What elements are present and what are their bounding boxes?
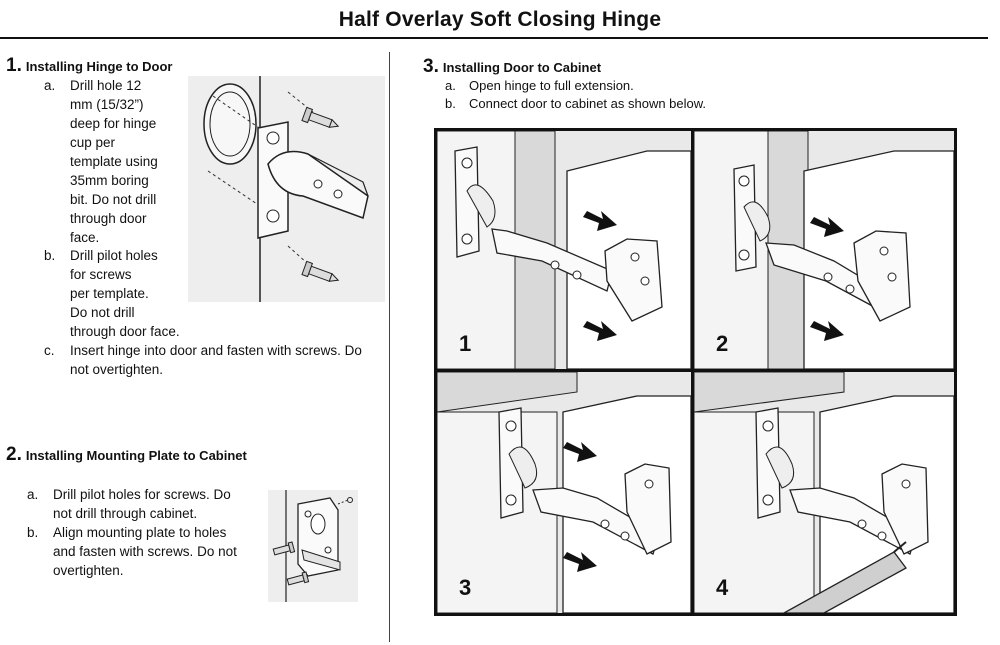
- step-line: cup per: [70, 135, 116, 150]
- step-line: mm (15/32”): [70, 97, 144, 112]
- step-line: through door: [70, 211, 147, 226]
- section-2-heading: 2.Installing Mounting Plate to Cabinet: [6, 444, 247, 466]
- step-line: face.: [70, 230, 100, 245]
- step-line: and fasten with screws. Do not: [53, 544, 237, 559]
- step-line: Drill pilot holes: [70, 248, 158, 263]
- step-line: Drill hole 12: [70, 78, 142, 93]
- step-marker: a.: [44, 78, 56, 93]
- step-line: deep for hinge: [70, 116, 157, 131]
- step-line: template using: [70, 154, 158, 169]
- panel-number: 2: [716, 331, 729, 356]
- step-line: Align mounting plate to holes: [53, 525, 227, 540]
- step-line: Drill pilot holes for screws. Do: [53, 487, 231, 502]
- panel-1: 1: [437, 131, 691, 369]
- section-2-title: Installing Mounting Plate to Cabinet: [25, 448, 247, 463]
- panel-number: 4: [716, 575, 729, 600]
- panel-number: 1: [459, 331, 472, 356]
- step-line: Do not drill: [70, 305, 135, 320]
- panel-number: 3: [459, 575, 472, 600]
- title-rule: [0, 37, 988, 39]
- step-line: not drill through cabinet.: [53, 506, 198, 521]
- step-line: overtighten.: [53, 563, 124, 578]
- step-marker: a.: [27, 487, 39, 502]
- step-line: bit. Do not drill: [70, 192, 157, 207]
- step-marker: c.: [44, 343, 55, 358]
- page-title: Half Overlay Soft Closing Hinge: [338, 8, 662, 31]
- section-1-title: Installing Hinge to Door: [25, 59, 173, 74]
- panel-4: 4: [694, 372, 954, 613]
- section-2-number: 2.: [6, 444, 22, 465]
- step-2a: a. Drill pilot holes for screws. Do not …: [27, 485, 267, 525]
- step-marker: b.: [44, 248, 56, 263]
- step-1b: b. Drill pilot holes for screws per temp…: [44, 246, 204, 341]
- step-line: Insert hinge into door and fasten with s…: [70, 343, 362, 358]
- column-divider: [389, 52, 390, 642]
- step-marker: a.: [445, 78, 456, 93]
- step-line: Open hinge to full extension.: [469, 78, 634, 93]
- section-3-heading: 3.Installing Door to Cabinet: [423, 56, 601, 78]
- section-3-number: 3.: [423, 56, 439, 77]
- step-line: for screws: [70, 267, 132, 282]
- panel-3: 3: [437, 372, 691, 613]
- mounting-plate-figure: [268, 490, 358, 602]
- step-2b: b. Align mounting plate to holes and fas…: [27, 523, 267, 583]
- step-3b: b. Connect door to cabinet as shown belo…: [445, 94, 765, 113]
- step-3a: a. Open hinge to full extension.: [445, 76, 745, 95]
- step-marker: b.: [445, 96, 456, 111]
- step-1a: a. Drill hole 12 mm (15/32”) deep for hi…: [44, 76, 184, 247]
- hinge-door-figure: [188, 76, 385, 302]
- panel-2: 2: [694, 131, 954, 369]
- step-line: Connect door to cabinet as shown below.: [469, 96, 707, 111]
- step-line: 35mm boring: [70, 173, 149, 188]
- step-marker: b.: [27, 525, 39, 540]
- step-line: per template.: [70, 286, 149, 301]
- section-1-number: 1.: [6, 55, 22, 76]
- section-3-title: Installing Door to Cabinet: [442, 60, 602, 75]
- step-line: through door face.: [70, 324, 180, 339]
- installation-panels: 1 2: [434, 128, 957, 616]
- step-1c: c. Insert hinge into door and fasten wit…: [44, 341, 389, 381]
- step-line: not overtighten.: [70, 362, 164, 377]
- section-1-heading: 1.Installing Hinge to Door: [6, 55, 172, 77]
